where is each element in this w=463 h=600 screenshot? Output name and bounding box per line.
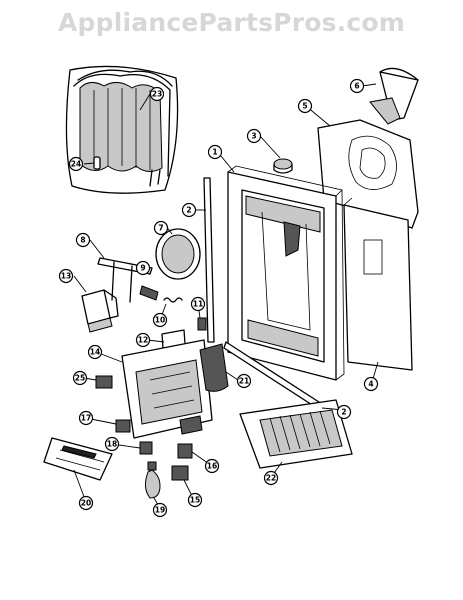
callout-8: 8 bbox=[75, 232, 91, 248]
svg-text:8: 8 bbox=[80, 236, 85, 245]
svg-text:24: 24 bbox=[71, 160, 81, 169]
part-15-switch bbox=[171, 465, 189, 481]
callout-2-lower: 2 bbox=[336, 404, 352, 420]
callout-21: 21 bbox=[236, 373, 252, 389]
part-17-switch bbox=[115, 419, 131, 433]
callout-16: 16 bbox=[204, 458, 220, 474]
callout-4: 4 bbox=[363, 376, 379, 392]
callout-17: 17 bbox=[78, 410, 94, 426]
part-20-front-panel bbox=[43, 437, 113, 481]
svg-text:2: 2 bbox=[186, 206, 191, 215]
svg-text:14: 14 bbox=[90, 348, 100, 357]
watermark: AppliancePartsPros.com bbox=[57, 8, 406, 37]
part-25-clip bbox=[95, 375, 113, 389]
part-21-paddle bbox=[199, 343, 229, 392]
svg-text:18: 18 bbox=[107, 440, 117, 449]
callout-1: 1 bbox=[207, 144, 223, 160]
part-19-bulb bbox=[144, 461, 161, 499]
callout-18: 18 bbox=[104, 436, 120, 452]
callout-5: 5 bbox=[297, 98, 313, 114]
svg-text:5: 5 bbox=[302, 102, 307, 111]
svg-text:9: 9 bbox=[140, 264, 145, 273]
svg-text:25: 25 bbox=[75, 374, 85, 383]
callout-2-upper: 2 bbox=[181, 202, 197, 218]
callout-24: 24 bbox=[68, 156, 84, 172]
svg-text:17: 17 bbox=[81, 414, 91, 423]
part-1-housing-frame bbox=[227, 165, 345, 381]
callout-3: 3 bbox=[246, 128, 262, 144]
callout-10: 10 bbox=[152, 312, 168, 328]
inset-heater-assembly bbox=[65, 65, 179, 194]
svg-text:1: 1 bbox=[212, 148, 217, 157]
callout-13: 13 bbox=[58, 268, 74, 284]
svg-text:23: 23 bbox=[152, 90, 162, 99]
callout-12: 12 bbox=[135, 332, 151, 348]
svg-text:22: 22 bbox=[266, 474, 276, 483]
svg-text:19: 19 bbox=[155, 506, 165, 515]
part-10-spring bbox=[163, 297, 183, 303]
svg-text:2: 2 bbox=[341, 408, 346, 417]
svg-text:16: 16 bbox=[207, 462, 217, 471]
callout-14: 14 bbox=[87, 344, 103, 360]
svg-text:6: 6 bbox=[354, 82, 359, 91]
callout-22: 22 bbox=[263, 470, 279, 486]
svg-text:4: 4 bbox=[368, 380, 373, 389]
part-6-chute bbox=[369, 67, 419, 125]
svg-text:11: 11 bbox=[193, 300, 203, 309]
part-3-cap bbox=[273, 158, 293, 174]
svg-text:21: 21 bbox=[239, 377, 249, 386]
part-7-ring bbox=[155, 228, 201, 280]
svg-text:3: 3 bbox=[251, 132, 256, 141]
callout-15: 15 bbox=[187, 492, 203, 508]
part-16-switch bbox=[177, 443, 193, 459]
part-22-drip-tray bbox=[239, 399, 353, 469]
callout-7: 7 bbox=[153, 220, 169, 236]
callout-19: 19 bbox=[152, 502, 168, 518]
part-4-back-panel bbox=[343, 197, 413, 371]
svg-text:12: 12 bbox=[138, 336, 148, 345]
callout-6: 6 bbox=[349, 78, 365, 94]
part-13-solenoid bbox=[81, 289, 119, 333]
callout-25: 25 bbox=[72, 370, 88, 386]
callout-23: 23 bbox=[149, 86, 165, 102]
part-14-mechanism bbox=[121, 339, 213, 439]
svg-text:13: 13 bbox=[61, 272, 71, 281]
callout-9: 9 bbox=[135, 260, 151, 276]
svg-text:7: 7 bbox=[158, 224, 163, 233]
part-11-switch bbox=[197, 317, 207, 331]
svg-text:20: 20 bbox=[81, 499, 91, 508]
svg-text:10: 10 bbox=[155, 316, 165, 325]
part-18-switch bbox=[139, 441, 153, 455]
callout-20: 20 bbox=[78, 495, 94, 511]
callout-11: 11 bbox=[190, 296, 206, 312]
svg-text:15: 15 bbox=[190, 496, 200, 505]
